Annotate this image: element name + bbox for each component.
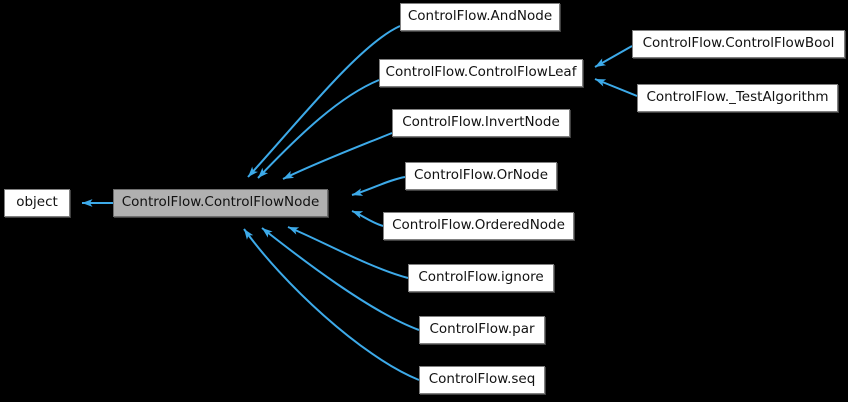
node-controlflow-controlflowleaf[interactable]: ControlFlow.ControlFlowLeaf — [379, 59, 583, 87]
node-controlflow-invertnode[interactable]: ControlFlow.InvertNode — [392, 109, 570, 137]
node-controlflow-par[interactable]: ControlFlow.par — [419, 316, 545, 344]
edge-ignore-controlflownode — [287, 226, 409, 279]
node-label: ControlFlow.ControlFlowBool — [642, 35, 835, 52]
node-controlflow-andnode[interactable]: ControlFlow.AndNode — [400, 3, 560, 31]
node-controlflow-testalgorithm[interactable]: ControlFlow._TestAlgorithm — [637, 84, 838, 112]
node-label: ControlFlow._TestAlgorithm — [646, 89, 829, 106]
edge-andnode-controlflownode — [247, 25, 401, 178]
edge-controlflowbool-controlflowleaf — [594, 45, 633, 68]
node-label: ControlFlow.ignore — [418, 269, 544, 286]
node-label: ControlFlow.OrNode — [413, 167, 549, 184]
node-controlflow-seq[interactable]: ControlFlow.seq — [419, 366, 545, 394]
node-controlflow-ornode[interactable]: ControlFlow.OrNode — [405, 162, 557, 190]
node-label: ControlFlow.ControlFlowLeaf — [385, 64, 577, 81]
edge-orderednode-controlflownode — [351, 210, 384, 227]
node-label: ControlFlow.InvertNode — [402, 114, 560, 131]
edge-ornode-controlflownode — [351, 176, 406, 196]
edge-controlflowleaf-controlflownode — [257, 79, 380, 179]
node-controlflow-ignore[interactable]: ControlFlow.ignore — [408, 264, 554, 292]
node-object[interactable]: object — [4, 189, 70, 217]
node-label: ControlFlow.ControlFlowNode — [121, 194, 320, 211]
node-label: ControlFlow.OrderedNode — [392, 217, 565, 234]
node-controlflow-controlflowbool[interactable]: ControlFlow.ControlFlowBool — [632, 30, 845, 58]
edge-par-controlflownode — [261, 227, 420, 331]
node-controlflow-orderednode[interactable]: ControlFlow.OrderedNode — [383, 212, 574, 240]
node-label: ControlFlow.seq — [428, 371, 536, 388]
node-label: ControlFlow.par — [429, 321, 535, 338]
edge-testalgorithm-controlflowleaf — [594, 78, 638, 97]
edge-seq-controlflownode — [243, 228, 420, 381]
node-label: object — [16, 194, 58, 211]
node-label: ControlFlow.AndNode — [407, 8, 553, 25]
edge-invertnode-controlflownode — [282, 132, 393, 180]
node-controlflow-controlflownode[interactable]: ControlFlow.ControlFlowNode — [113, 189, 328, 217]
